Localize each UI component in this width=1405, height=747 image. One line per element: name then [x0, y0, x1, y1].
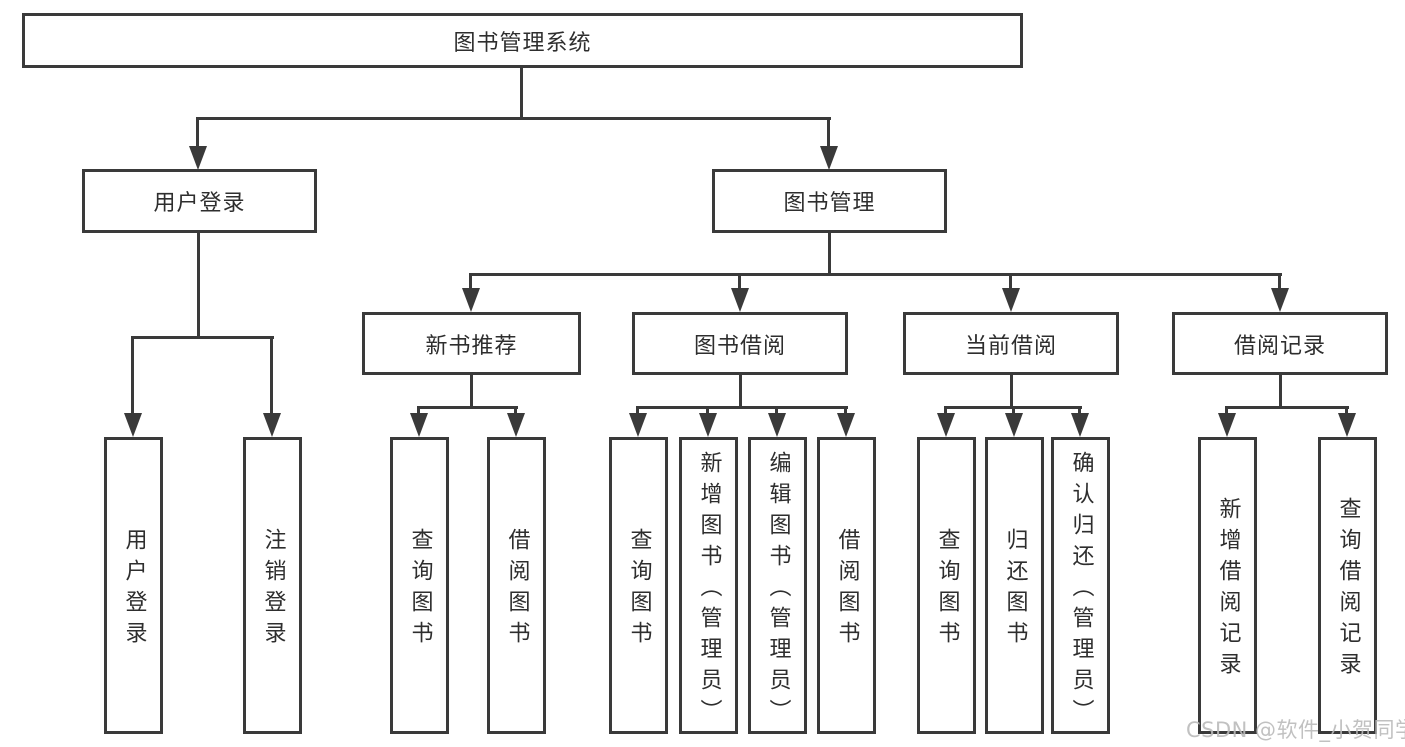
- arrow-down-leaf: [937, 406, 955, 437]
- arrow-down-leaf: [1218, 406, 1236, 437]
- node-edit-books-admin: 编辑图书（管理员）: [748, 437, 807, 734]
- node-query-borrow-record: 查询借阅记录: [1318, 437, 1377, 734]
- arrow-down-current-borrow: [1002, 273, 1020, 312]
- node-add-books-admin: 新增图书（管理员）: [679, 437, 738, 734]
- connector-current-borrow-stem: [1010, 373, 1013, 406]
- node-user-login-leaf: 用户登录: [104, 437, 163, 734]
- connector-new-book-hline: [418, 406, 518, 409]
- arrow-down-leaf: [507, 406, 525, 437]
- arrow-down-leaf: [410, 406, 428, 437]
- node-new-book-recommendation-label: 新书推荐: [425, 333, 518, 359]
- arrow-down-login-leaf: [124, 336, 142, 437]
- node-query-books-current: 查询图书: [917, 437, 976, 734]
- arrow-down-leaf: [1338, 406, 1356, 437]
- node-query-books-borrowing: 查询图书: [609, 437, 668, 734]
- connector-user-login-stem: [197, 233, 200, 338]
- node-logout-label: 注销登录: [260, 528, 286, 652]
- arrow-down-book-management: [820, 117, 838, 170]
- node-book-management: 图书管理: [712, 169, 947, 233]
- arrow-down-leaf: [1071, 406, 1089, 437]
- node-book-borrowing-label: 图书借阅: [693, 333, 786, 359]
- node-query-borrow-record-label: 查询借阅记录: [1335, 497, 1361, 683]
- connector-root-hline: [197, 117, 831, 120]
- node-borrow-books-borrowing: 借阅图书: [817, 437, 876, 734]
- node-edit-books-admin-label: 编辑图书（管理员）: [765, 450, 791, 730]
- connector-level3-hline: [470, 273, 1282, 276]
- connector-borrow-records-stem: [1279, 373, 1282, 406]
- node-add-books-admin-label: 新增图书（管理员）: [696, 450, 722, 730]
- node-borrowing-records-label: 借阅记录: [1233, 333, 1326, 359]
- node-confirm-return-admin: 确认归还（管理员）: [1051, 437, 1110, 734]
- arrow-down-new-book: [462, 273, 480, 312]
- connector-book-borrow-stem: [739, 373, 742, 406]
- connector-borrow-records-hline: [1226, 406, 1349, 409]
- node-query-books-recommend-label: 查询图书: [407, 528, 433, 652]
- node-user-login-leaf-label: 用户登录: [121, 528, 147, 652]
- arrow-down-leaf: [837, 406, 855, 437]
- node-query-books-current-label: 查询图书: [934, 528, 960, 652]
- node-library-system-label: 图书管理系统: [453, 30, 592, 56]
- node-library-system: 图书管理系统: [22, 13, 1023, 68]
- connector-user-login-hline: [132, 336, 274, 339]
- connector-book-management-stem: [828, 233, 831, 276]
- node-user-login: 用户登录: [82, 169, 317, 233]
- connector-book-borrow-hline: [637, 406, 848, 409]
- node-confirm-return-admin-label: 确认归还（管理员）: [1068, 450, 1094, 730]
- node-borrowing-records: 借阅记录: [1172, 312, 1388, 375]
- node-current-borrowing-label: 当前借阅: [964, 333, 1057, 359]
- node-query-books-recommend: 查询图书: [390, 437, 449, 734]
- connector-new-book-stem: [470, 373, 473, 406]
- arrow-down-borrow-records: [1271, 273, 1289, 312]
- arrow-down-book-borrow: [731, 273, 749, 312]
- watermark: CSDN @软件_小贺同学: [1186, 718, 1405, 742]
- arrow-down-leaf: [699, 406, 717, 437]
- arrow-down-logout-leaf: [263, 336, 281, 437]
- node-new-book-recommendation: 新书推荐: [362, 312, 581, 375]
- node-return-books-label: 归还图书: [1002, 528, 1028, 652]
- node-borrow-books-recommend-label: 借阅图书: [504, 528, 530, 652]
- arrow-down-user-login: [189, 117, 207, 170]
- node-borrow-books-recommend: 借阅图书: [487, 437, 546, 734]
- connector-root-stem: [520, 66, 523, 117]
- node-add-borrow-record: 新增借阅记录: [1198, 437, 1257, 734]
- arrow-down-leaf: [629, 406, 647, 437]
- node-user-login-label: 用户登录: [153, 191, 246, 216]
- node-return-books: 归还图书: [985, 437, 1044, 734]
- node-book-management-label: 图书管理: [783, 191, 876, 216]
- arrow-down-leaf: [1005, 406, 1023, 437]
- node-book-borrowing: 图书借阅: [632, 312, 848, 375]
- arrow-down-leaf: [768, 406, 786, 437]
- node-borrow-books-borrowing-label: 借阅图书: [834, 528, 860, 652]
- node-current-borrowing: 当前借阅: [903, 312, 1119, 375]
- node-query-books-borrowing-label: 查询图书: [626, 528, 652, 652]
- node-add-borrow-record-label: 新增借阅记录: [1215, 497, 1241, 683]
- node-logout: 注销登录: [243, 437, 302, 734]
